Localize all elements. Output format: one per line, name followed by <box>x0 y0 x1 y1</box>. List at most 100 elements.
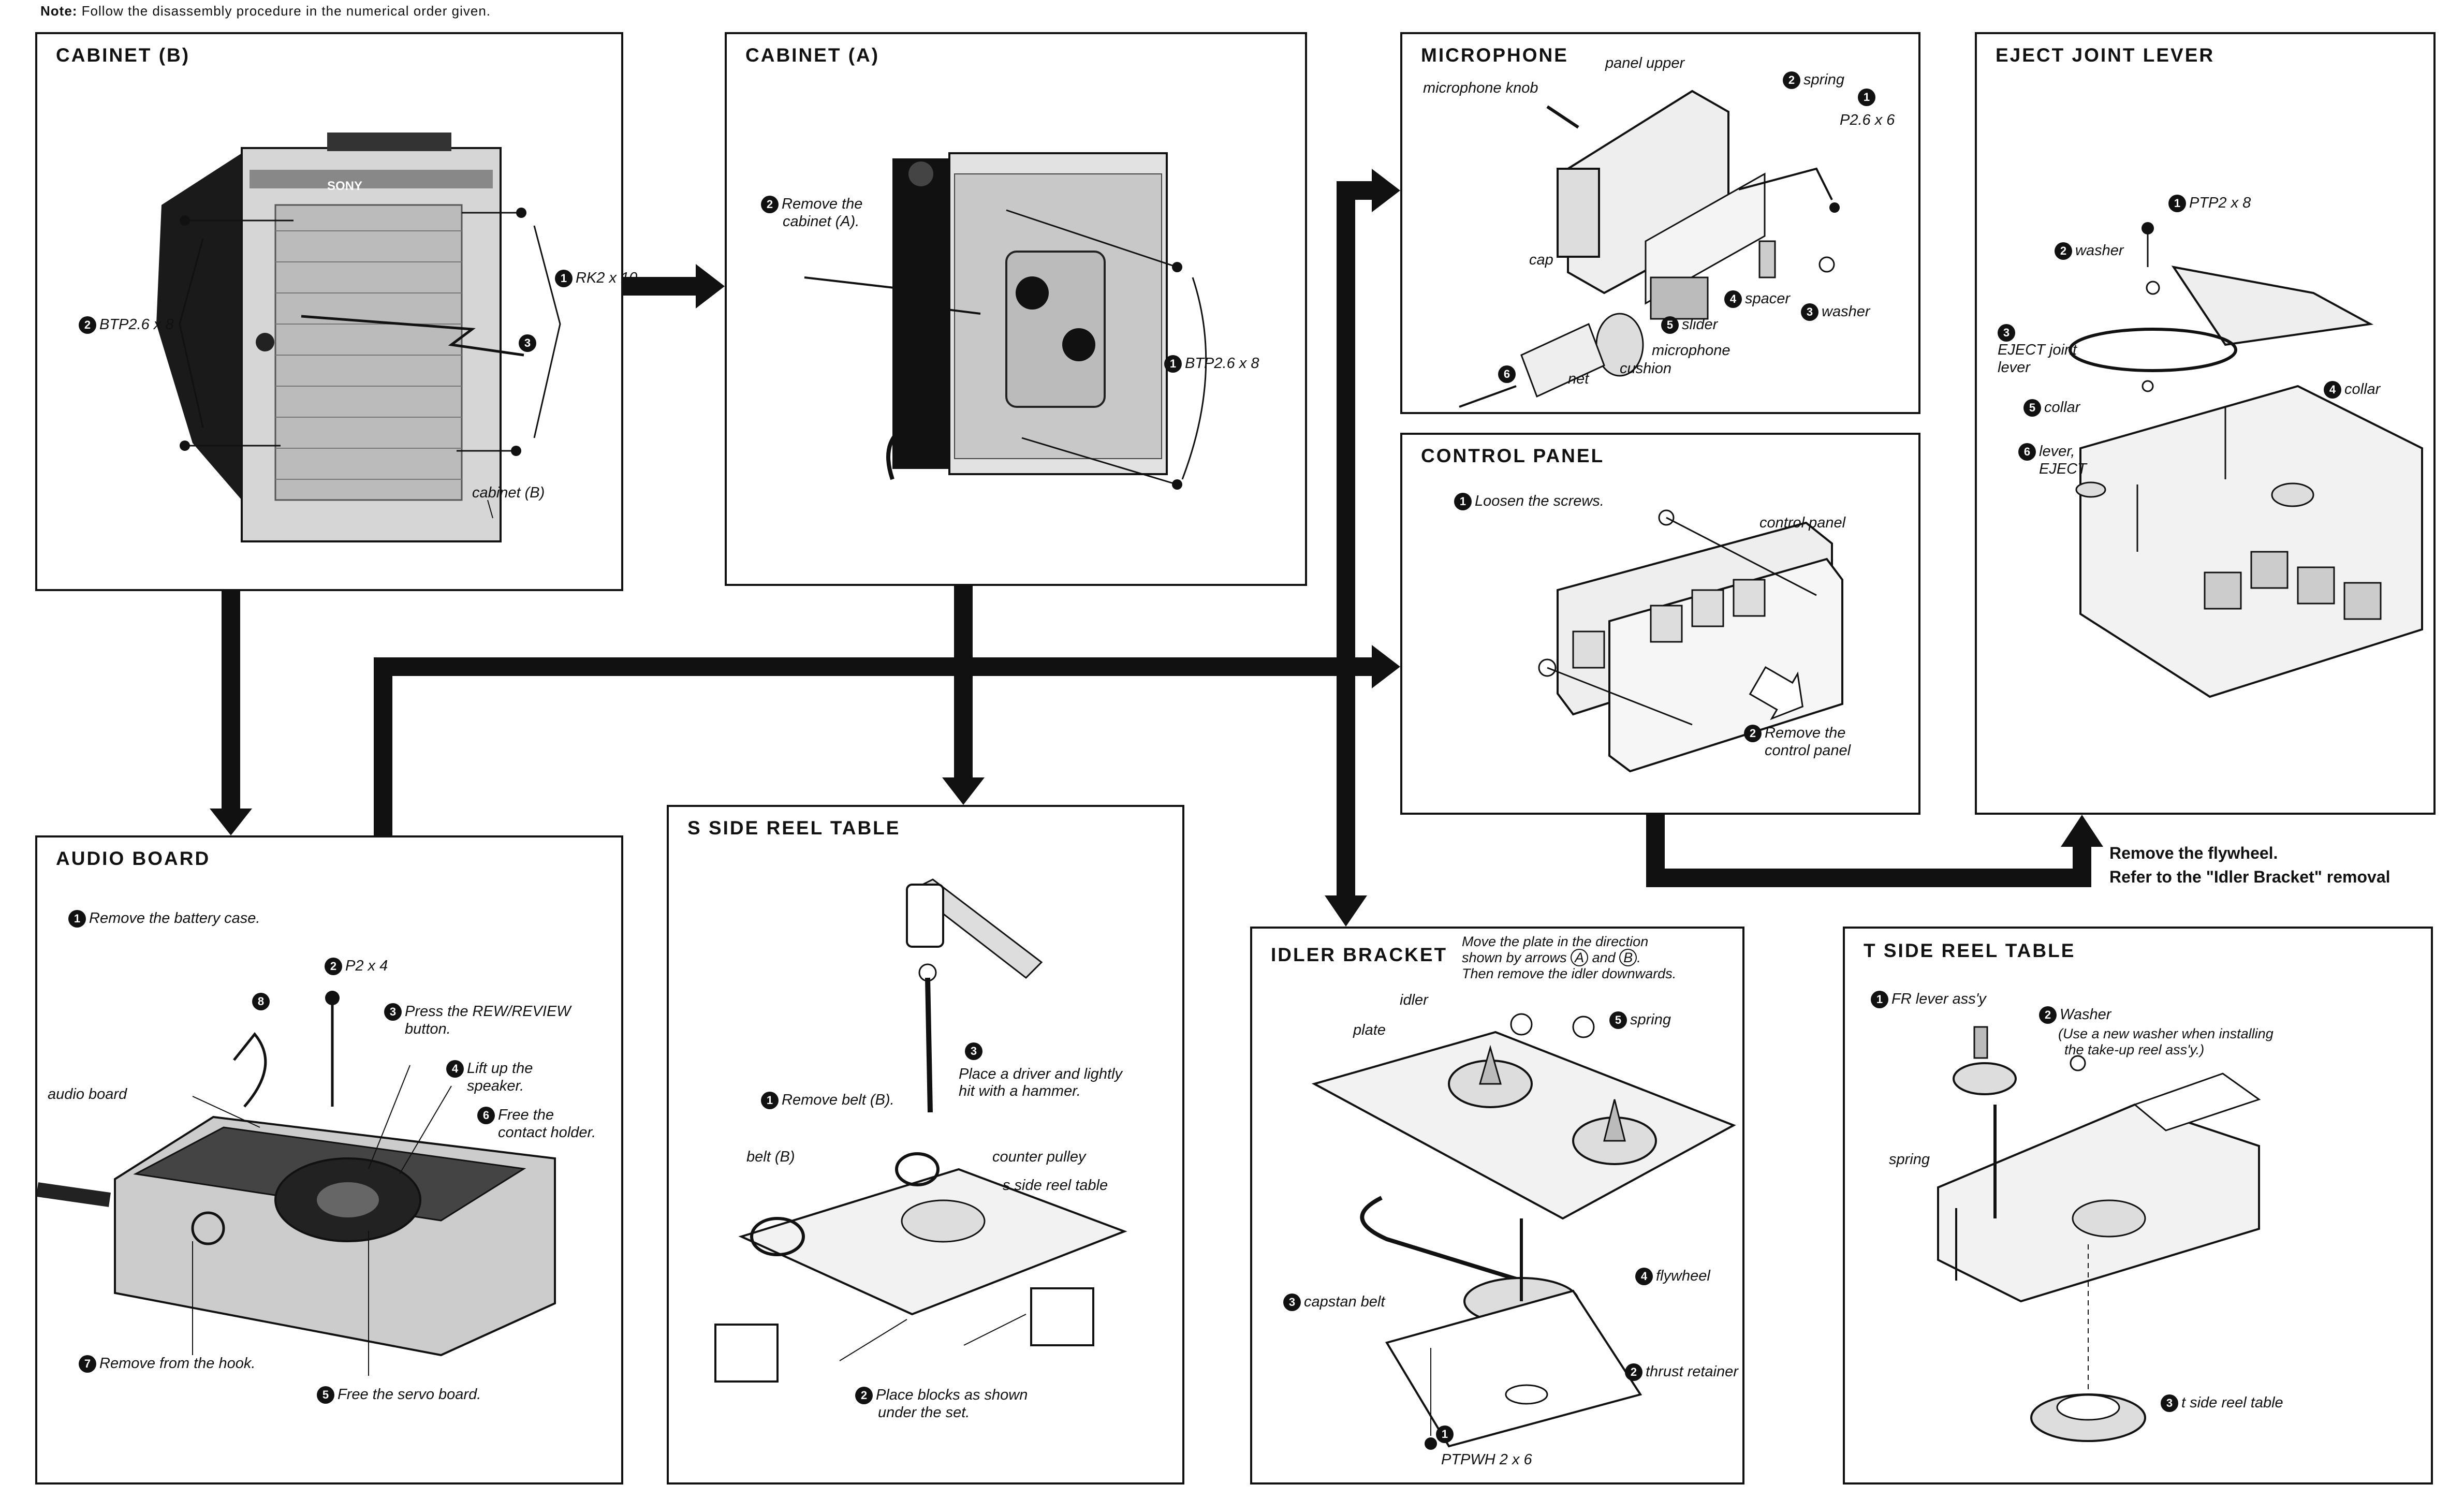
label-microphone: microphone <box>1652 342 1730 359</box>
idler-instruction: Move the plate in the direction shown by… <box>1462 934 1677 982</box>
flow-arrow-spine <box>1337 186 1355 895</box>
label-screw: PTPWH 2 x 6 <box>1441 1451 1532 1468</box>
audio-board-illustration <box>37 991 556 1376</box>
flow-arrowhead-a-to-sreel <box>942 777 985 805</box>
label-counter-pulley: counter pulley <box>992 1149 1086 1165</box>
step-hammer: 3 <box>965 1042 986 1061</box>
flow-arrow-audio-up <box>374 657 392 835</box>
label-net: net <box>1568 371 1589 387</box>
panel-title: CONTROL PANEL <box>1421 445 1605 466</box>
part-label: cabinet (B) <box>472 484 545 501</box>
step-slide: 3 <box>519 334 539 352</box>
cabinet-a-illustration <box>804 152 1207 490</box>
note: Note: Follow the disassembly procedure i… <box>40 3 491 19</box>
flow-arrowhead-b-to-a <box>696 264 725 308</box>
eject-illustration <box>2069 222 2423 698</box>
control-panel-illustration <box>1538 509 1843 773</box>
cabinet-b-illustration <box>156 133 561 542</box>
panel-title: S SIDE REEL TABLE <box>687 817 901 839</box>
microphone-illustration <box>1459 90 1840 408</box>
label-cap: cap <box>1529 252 1553 268</box>
step-screw: 1 <box>1436 1425 1457 1444</box>
flow-arrowhead-to-idler <box>1325 895 1367 927</box>
brand-label: SONY <box>327 179 363 193</box>
idler-bracket-illustration <box>1311 1013 1736 1450</box>
panel-title: EJECT JOINT LEVER <box>1996 45 2215 66</box>
panel-title: MICROPHONE <box>1421 45 1568 66</box>
step-pull: 6 <box>1498 365 1519 384</box>
flow-arrowhead-to-microphone <box>1372 169 1400 212</box>
panel-s-reel: S SIDE REEL TABLE 3 Place a driver and l… <box>667 805 1184 1485</box>
step-screw: 1 <box>1858 89 1879 107</box>
step-board: 8 <box>252 993 273 1011</box>
panel-title: CABINET (B) <box>56 45 190 66</box>
label-belt-b: belt (B) <box>746 1149 795 1165</box>
panel-title: T SIDE REEL TABLE <box>1864 940 2076 961</box>
flow-arrow-horizontal <box>374 657 1372 676</box>
panel-title: IDLER BRACKET <box>1271 944 1448 965</box>
flow-arrowhead-to-control <box>1372 645 1400 688</box>
flywheel-note: Remove the flywheel. Refer to the "Idler… <box>2109 844 2390 887</box>
t-reel-illustration <box>1937 1026 2261 1442</box>
label-control-panel: control panel <box>1759 515 1846 531</box>
flow-arrowhead-to-eject <box>2061 815 2103 847</box>
panel-microphone: MICROPHONE microphone knob panel upper 2… <box>1400 32 1920 414</box>
label-s-reel-table: s side reel table <box>1003 1177 1108 1194</box>
label-spring: spring <box>1889 1151 1930 1168</box>
panel-title: AUDIO BOARD <box>56 848 211 869</box>
flow-arrow-a-to-sreel <box>954 586 973 777</box>
panel-title: CABINET (A) <box>745 45 880 66</box>
label-plate: plate <box>1353 1022 1386 1038</box>
flow-arrow-control-right <box>1646 869 2091 887</box>
label-audio-board: audio board <box>48 1086 127 1103</box>
flow-arrow-control-down <box>1646 815 1665 887</box>
flow-arrow-eject-up <box>2073 847 2091 887</box>
panel-idler: IDLER BRACKET Move the plate in the dire… <box>1250 927 1744 1485</box>
label-idler: idler <box>1400 992 1428 1008</box>
flow-arrow-b-to-audio <box>222 591 240 809</box>
label-panel-upper: panel upper <box>1605 55 1685 71</box>
label-cushion: cushion <box>1620 360 1671 377</box>
flow-arrowhead-b-to-audio <box>210 809 252 835</box>
label-knob: microphone knob <box>1423 80 1538 96</box>
s-reel-illustration <box>714 878 1127 1383</box>
